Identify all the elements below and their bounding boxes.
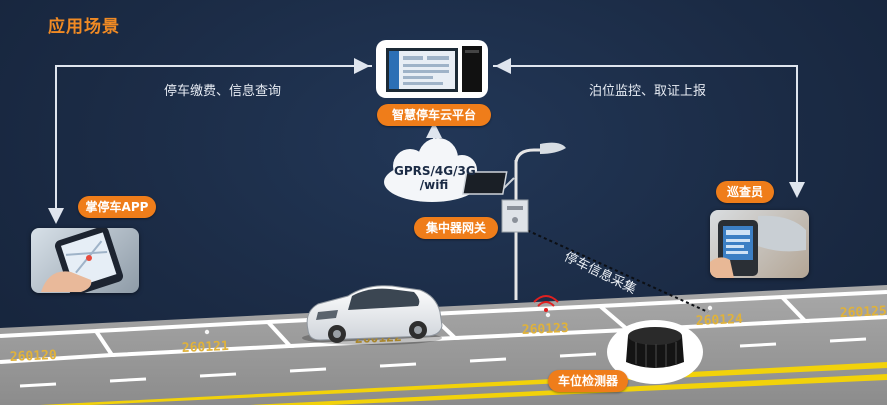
network-line-1: GPRS/4G/3G (394, 164, 476, 178)
detector-label: 车位检测器 (548, 370, 628, 392)
phone-app-photo (31, 228, 139, 293)
spot-number-5: 260125 (840, 304, 887, 321)
spot-number-4: 260124 (696, 312, 744, 329)
inspector-photo (710, 210, 809, 278)
car-icon (302, 286, 442, 345)
page-title: 应用场景 (48, 12, 120, 37)
flow-label-left: 停车缴费、信息查询 (164, 80, 281, 99)
spot-number-1: 260121 (182, 339, 230, 356)
app-label: 掌停车APP (78, 196, 156, 218)
server-computer-icon (376, 40, 488, 98)
network-line-2: /wifi (420, 178, 448, 192)
gateway-label: 集中器网关 (414, 217, 498, 239)
network-type-label: GPRS/4G/3G /wifi (394, 164, 474, 192)
platform-label: 智慧停车云平台 (377, 104, 491, 126)
flow-label-right: 泊位监控、取证上报 (589, 80, 706, 99)
spot-number-3: 260123 (522, 321, 570, 338)
handheld-terminal-icon (710, 210, 809, 278)
phone-icon (31, 228, 139, 293)
spot-number-0: 260120 (10, 348, 58, 365)
inspector-label: 巡查员 (716, 181, 774, 203)
